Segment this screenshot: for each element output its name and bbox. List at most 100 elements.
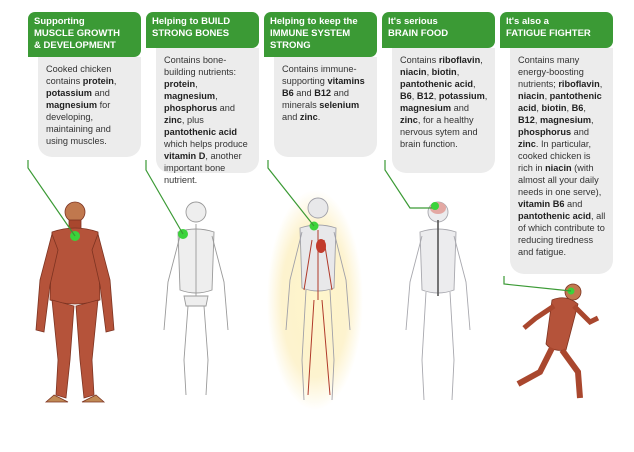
nutrient-term: vitamin D bbox=[164, 151, 206, 161]
panel-strong-bones: Helping to BUILD STRONG BONES Contains b… bbox=[146, 12, 259, 185]
body-text: , bbox=[591, 115, 594, 125]
body-text: and bbox=[451, 103, 469, 113]
connector-line bbox=[384, 160, 432, 209]
panel-body: Contains bone-building nutrients: protei… bbox=[156, 48, 259, 185]
body-text: Cooked chicken contains bbox=[46, 64, 112, 86]
nutrient-term: protein bbox=[164, 79, 196, 89]
nutrient-term: B12 bbox=[416, 91, 434, 101]
body-text: , bbox=[480, 55, 483, 65]
nutrient-term: protein bbox=[82, 76, 114, 86]
title-line: IMMUNE SYSTEM bbox=[270, 28, 351, 39]
title-line: Supporting bbox=[34, 16, 85, 27]
nutrient-term: magnesium bbox=[164, 91, 216, 101]
title-line: Helping to keep the bbox=[270, 16, 358, 27]
nutrient-term: niacin bbox=[545, 163, 572, 173]
nutrient-term: zinc bbox=[164, 115, 182, 125]
nutrient-term: vitamins B6 bbox=[282, 76, 365, 98]
body-text: and minerals bbox=[282, 88, 349, 110]
nutrient-term: niacin bbox=[400, 67, 427, 77]
body-text: , bbox=[433, 91, 439, 101]
panel-body: Cooked chicken contains protein, potassi… bbox=[38, 57, 141, 157]
nutrient-term: pantothenic acid bbox=[164, 127, 237, 137]
body-text: and bbox=[282, 112, 300, 122]
panel-immune-system: Helping to keep the IMMUNE SYSTEM STRONG… bbox=[264, 12, 377, 157]
title-line: FATIGUE FIGHTER bbox=[506, 28, 591, 39]
nutrient-term: selenium bbox=[319, 100, 360, 110]
nutrient-term: niacin bbox=[518, 91, 545, 101]
body-text: , bbox=[426, 67, 432, 77]
body-text: , plus bbox=[181, 115, 204, 125]
glow-halo bbox=[267, 190, 363, 410]
nutrient-term: phosphorus bbox=[164, 103, 218, 113]
body-text: (with almost all your daily needs in one… bbox=[518, 163, 602, 197]
nutrient-term: vitamin B6 bbox=[518, 199, 565, 209]
nutrient-term: zinc bbox=[400, 115, 418, 125]
title-line: It's also a bbox=[506, 16, 549, 27]
nutrient-term: pantothenic acid bbox=[518, 91, 602, 113]
nutrient-term: B6 bbox=[400, 91, 412, 101]
panel-body: Contains many energy-boosting nutrients;… bbox=[510, 48, 613, 274]
title-line: It's serious bbox=[388, 16, 438, 27]
body-text: , another important bone nutrient. bbox=[164, 151, 242, 185]
body-text: , bbox=[536, 103, 542, 113]
body-text: Contains immune-supporting bbox=[282, 64, 357, 86]
nutrient-term: potassium bbox=[46, 88, 92, 98]
nutrient-term: potassium bbox=[438, 91, 485, 101]
nutrient-term: zinc bbox=[518, 139, 536, 149]
title-line: MUSCLE GROWTH bbox=[34, 28, 121, 39]
title-line: & DEVELOPMENT bbox=[34, 40, 116, 51]
body-text: . bbox=[317, 112, 321, 122]
connector-line bbox=[27, 160, 76, 237]
nutrient-term: pantothenic acid bbox=[400, 79, 473, 89]
panel-title: Helping to BUILD STRONG BONES bbox=[146, 12, 259, 48]
nutrient-term: biotin bbox=[541, 103, 567, 113]
nutrient-term: riboflavin bbox=[438, 55, 481, 65]
body-text: , bbox=[195, 79, 198, 89]
body-text: , bbox=[583, 103, 586, 113]
body-text: , bbox=[113, 76, 117, 86]
nutrient-term: magnesium bbox=[400, 103, 452, 113]
panel-brain-food: It's serious BRAIN FOOD Contains ribofla… bbox=[382, 12, 495, 173]
body-text: Contains bbox=[400, 55, 439, 65]
muscle-figure-icon bbox=[35, 201, 115, 403]
panel-muscle-growth: Supporting MUSCLE GROWTH & DEVELOPMENT C… bbox=[28, 12, 141, 157]
nutrient-term: B12 bbox=[314, 88, 332, 98]
connector-line bbox=[145, 160, 184, 235]
body-text: Contains many energy-boosting nutrients; bbox=[518, 55, 584, 89]
body-text: , bbox=[473, 79, 476, 89]
nutrient-term: magnesium bbox=[46, 100, 98, 110]
nutrient-term: pantothenic acid bbox=[518, 211, 591, 221]
running-muscle-figure-icon bbox=[516, 283, 600, 399]
nutrient-term: biotin bbox=[431, 67, 457, 77]
panel-body: Contains immune-supporting vitamins B6 a… bbox=[274, 57, 377, 157]
nutrient-term: phosphorus bbox=[518, 127, 572, 137]
blood-vessel-icon bbox=[303, 230, 333, 396]
body-text: , bbox=[566, 103, 572, 113]
heart-icon bbox=[316, 239, 326, 253]
skeleton-figure-icon bbox=[163, 201, 229, 396]
connector-line bbox=[503, 276, 572, 292]
connector-line bbox=[267, 160, 315, 227]
target-dot-icon bbox=[431, 202, 439, 210]
body-text: , all of which contribute to reducing ti… bbox=[518, 211, 606, 257]
nutrient-term: riboflavin bbox=[558, 79, 600, 89]
body-text: , bbox=[484, 91, 488, 101]
title-line: BRAIN FOOD bbox=[388, 28, 449, 39]
body-text: and bbox=[91, 88, 110, 98]
body-text: , bbox=[456, 67, 460, 77]
body-text: and bbox=[217, 103, 235, 113]
nutrient-term: magnesium bbox=[539, 115, 592, 125]
body-text: for developing, maintaining and using mu… bbox=[46, 100, 111, 146]
body-text: which helps produce bbox=[164, 139, 248, 149]
panel-body: Contains riboflavin, niacin, biotin, pan… bbox=[392, 48, 495, 173]
body-text: . In particular, cooked chicken is rich … bbox=[518, 139, 592, 173]
panel-fatigue-fighter: It's also a FATIGUE FIGHTER Contains man… bbox=[500, 12, 613, 274]
panel-title: It's also a FATIGUE FIGHTER bbox=[500, 12, 613, 48]
body-text: , bbox=[599, 79, 603, 89]
title-line: STRONG BONES bbox=[152, 28, 230, 39]
body-text: , bbox=[544, 91, 550, 101]
body-text: , for a healthy nervous sytem and brain … bbox=[400, 115, 478, 149]
body-text: , bbox=[411, 91, 417, 101]
body-text: and bbox=[293, 88, 315, 98]
